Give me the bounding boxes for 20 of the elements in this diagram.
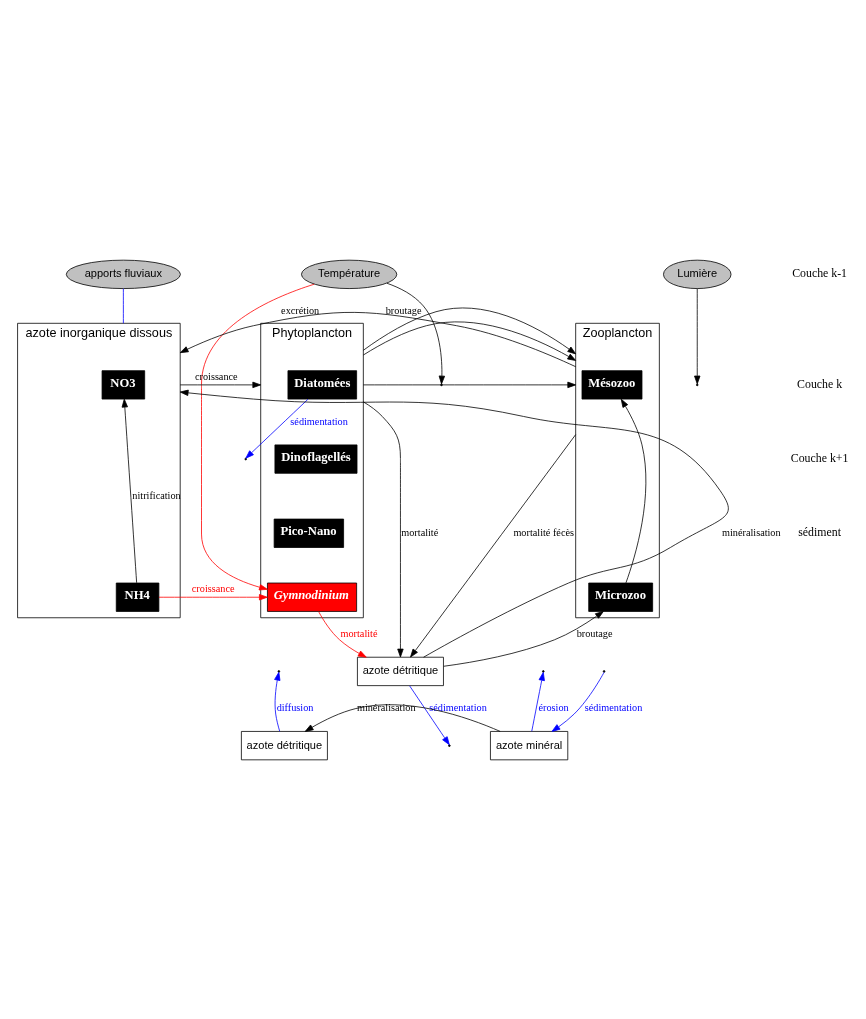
edge-label: sédimentation <box>429 701 487 713</box>
edge-label: broutage <box>576 627 613 639</box>
edge-label: croissance <box>194 370 238 382</box>
edge-label: minéralisation <box>356 701 416 713</box>
edge-label: mortalité <box>340 627 378 639</box>
edge-label: excrétion <box>281 304 320 316</box>
edge-label: minéralisation <box>722 526 781 538</box>
edge-label: mortalité fécès <box>513 526 575 538</box>
edge-label: nitrification <box>132 489 181 501</box>
edge-label: mortalité <box>401 526 439 538</box>
label: Couche k-1 <box>792 265 848 280</box>
edge-label: érosion <box>538 701 569 713</box>
edge-label: sédimentation <box>290 415 348 427</box>
edge-label: sédimentation <box>584 701 643 713</box>
label: Couche k <box>797 376 843 391</box>
edge-label: croissance <box>191 582 235 594</box>
label: Couche k+1 <box>790 450 849 465</box>
edge-label: broutage <box>385 304 422 316</box>
label: sédiment <box>798 524 841 539</box>
edge-label: diffusion <box>276 701 314 713</box>
